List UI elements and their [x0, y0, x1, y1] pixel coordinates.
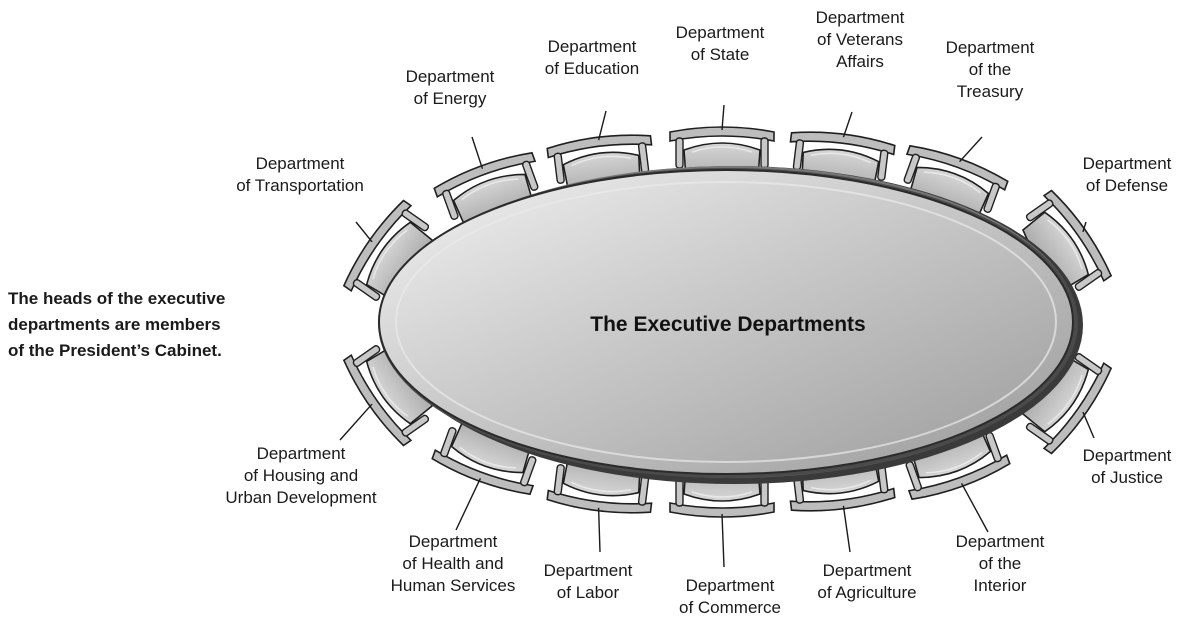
- label-labor: Department of Labor: [543, 561, 633, 602]
- label-interior: Department of the Interior: [955, 532, 1045, 595]
- label-state: Department of State: [675, 23, 765, 64]
- leader-line-transportation: [355, 221, 373, 243]
- label-defense: Department of Defense: [1082, 154, 1172, 195]
- label-veterans-affairs: Department of Veterans Affairs: [815, 8, 905, 71]
- label-justice: Department of Justice: [1082, 446, 1172, 487]
- conference-table: [378, 166, 1083, 484]
- leader-line-defense: [1082, 221, 1087, 233]
- label-housing: Department of Housing and Urban Developm…: [225, 444, 377, 507]
- leader-line-energy: [471, 136, 484, 169]
- table-title: The Executive Departments: [590, 313, 866, 336]
- leader-line-agriculture: [842, 505, 851, 553]
- leader-line-justice: [1082, 411, 1095, 439]
- label-treasury: Department of the Treasury: [945, 38, 1035, 101]
- label-agriculture: Department of Agriculture: [817, 561, 917, 602]
- label-health: Department of Health and Human Services: [390, 532, 516, 595]
- leader-line-commerce: [721, 513, 725, 568]
- leader-line-interior: [960, 482, 989, 533]
- label-transportation: Department of Transportation: [236, 154, 364, 195]
- leader-line-labor: [597, 507, 601, 553]
- leader-line-treasury: [959, 136, 983, 163]
- leader-lines-group: [339, 104, 1095, 568]
- leader-line-education: [597, 110, 607, 141]
- label-commerce: Department of Commerce: [678, 576, 782, 617]
- leader-line-veterans-affairs: [842, 111, 853, 138]
- label-energy: Department of Energy: [405, 67, 495, 108]
- cabinet-note: The heads of the executive departments a…: [8, 289, 226, 360]
- chair-defense: [1022, 189, 1113, 291]
- leader-line-health: [455, 478, 482, 531]
- label-education: Department of Education: [544, 37, 640, 78]
- chair-transportation: [342, 199, 433, 301]
- leader-line-housing: [339, 403, 373, 441]
- leader-line-state: [721, 104, 725, 131]
